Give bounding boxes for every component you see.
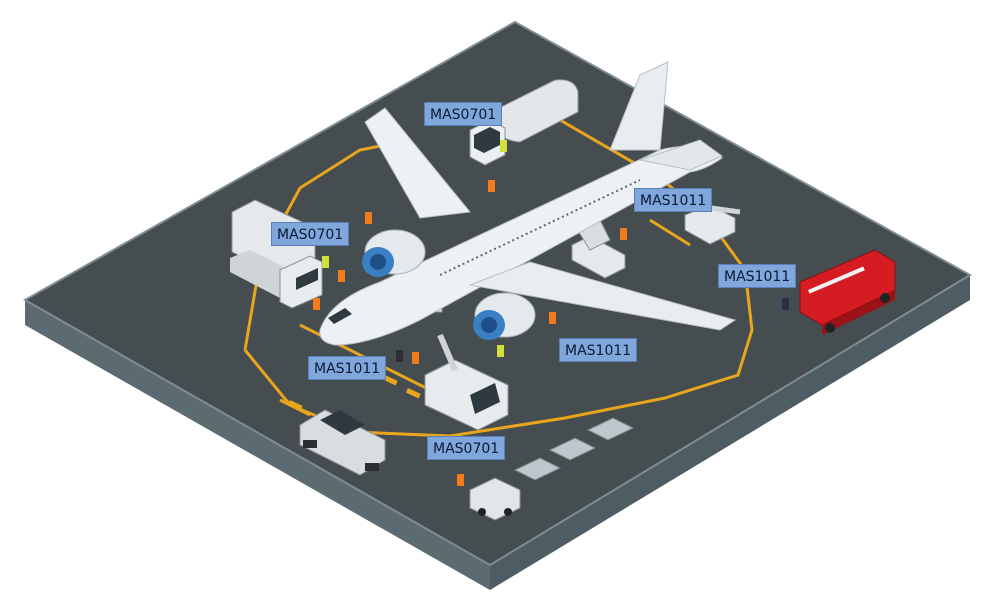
aircraft-tug xyxy=(299,409,386,476)
label-fire-truck: MAS1011 xyxy=(718,264,797,288)
baggage-tug xyxy=(469,477,521,521)
right-engine xyxy=(473,292,536,340)
label-engine-crew: MAS1011 xyxy=(559,338,638,362)
label-stairs-truck: MAS1011 xyxy=(634,188,713,212)
label-catering-truck: MAS0701 xyxy=(271,222,350,246)
baggage-carts xyxy=(513,417,635,481)
label-nose-crew: MAS1011 xyxy=(308,356,387,380)
left-engine xyxy=(362,229,426,277)
label-deicing-truck: MAS0701 xyxy=(427,436,506,460)
fire-truck xyxy=(799,249,896,335)
fuel-truck xyxy=(469,79,579,166)
ground-crew xyxy=(313,140,789,486)
catering-truck xyxy=(230,199,323,309)
aircraft xyxy=(319,61,737,346)
chocks xyxy=(287,375,421,411)
label-fuel-truck: MAS0701 xyxy=(424,102,503,126)
